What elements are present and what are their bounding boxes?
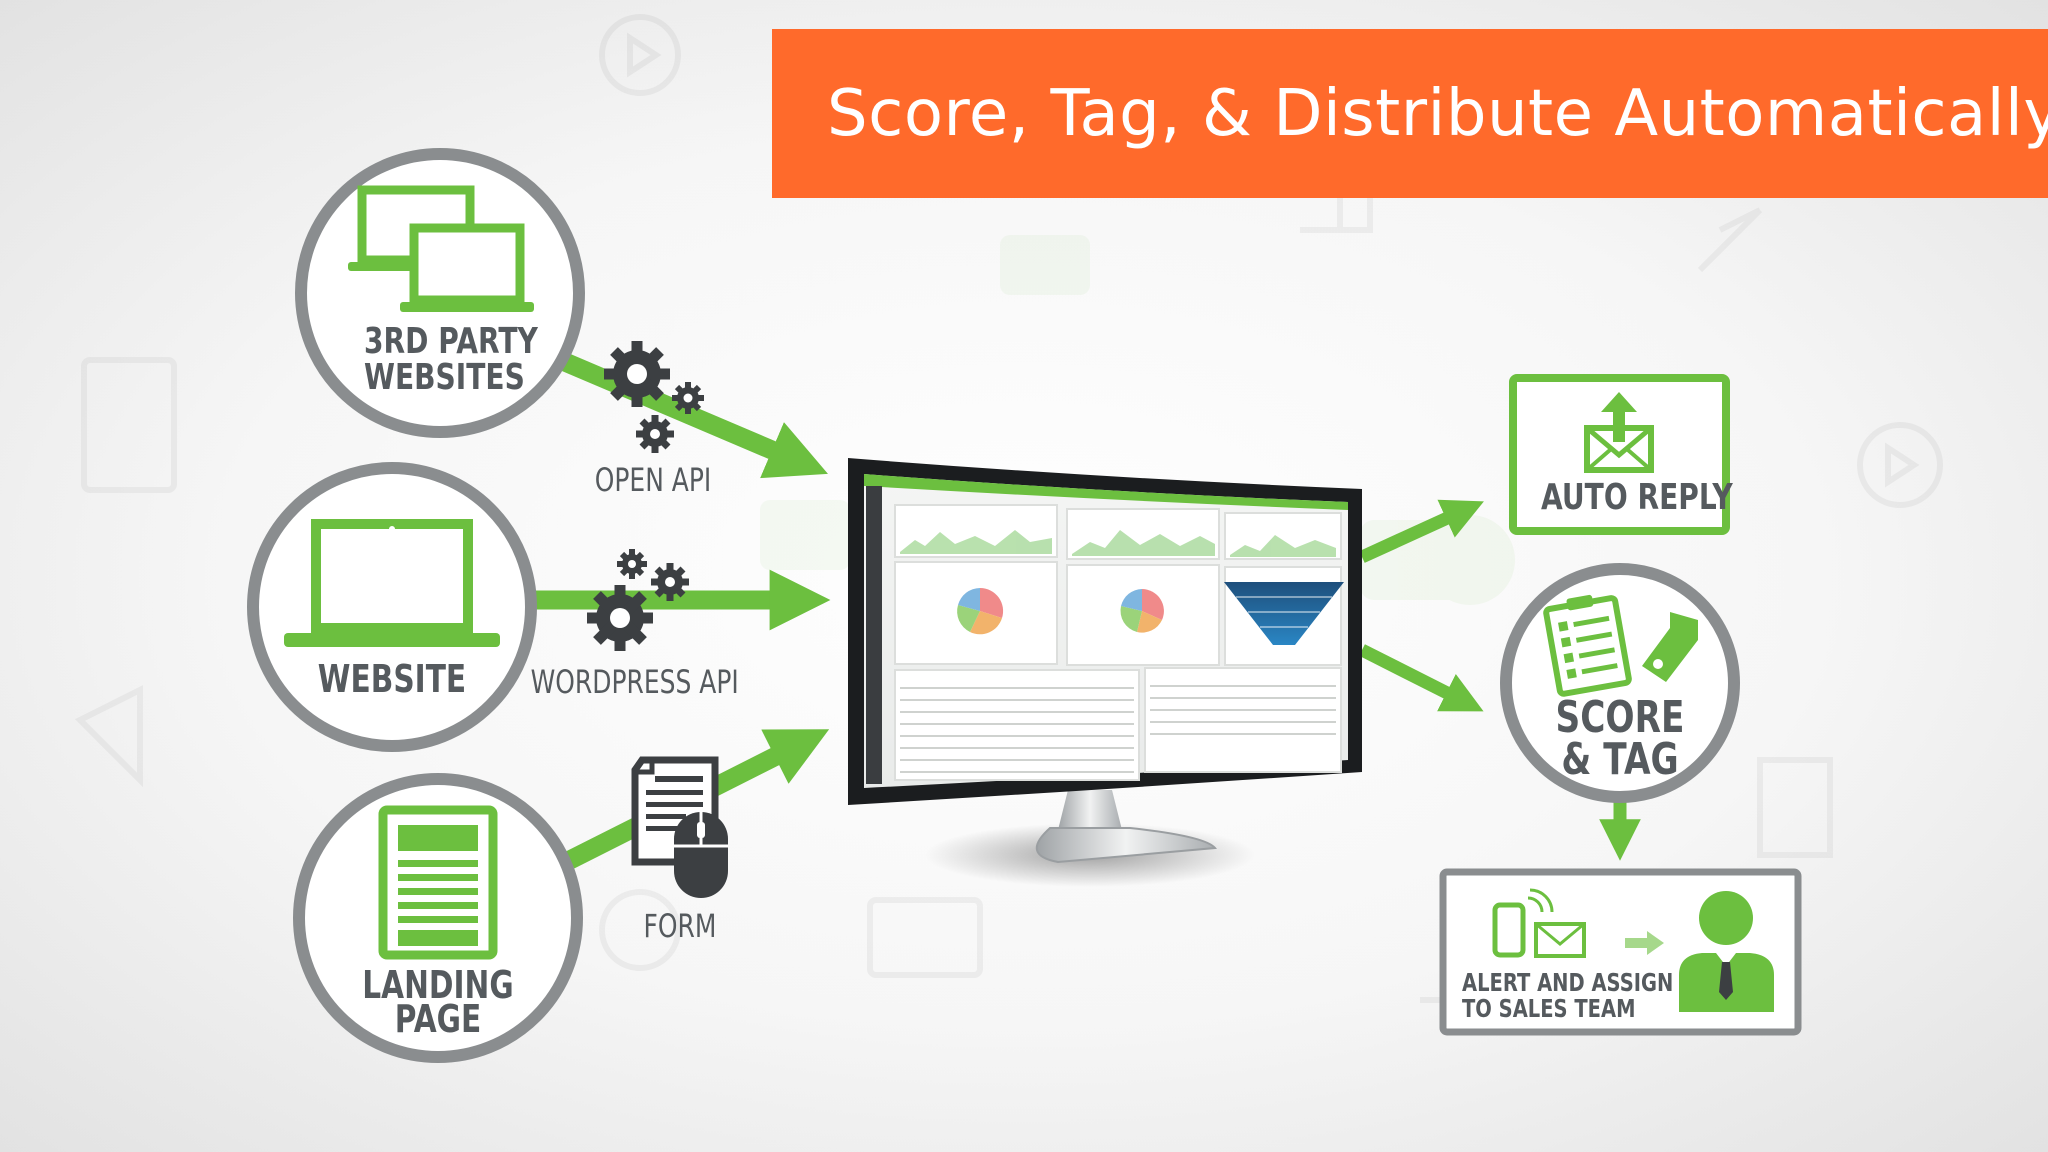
score-tag-circle: [1500, 563, 1740, 803]
label-page: PAGE: [394, 997, 482, 1041]
label-alert-line2: TO SALES TEAM: [1462, 994, 1636, 1023]
label-open-api: OPEN API: [594, 461, 712, 499]
monitor-dashboard-icon: [848, 458, 1362, 887]
envelope-icon: [1534, 922, 1586, 958]
output-arrows: [1359, 499, 1641, 861]
banner-title: Score, Tag, & Distribute Automatically: [827, 76, 2048, 151]
arrow-third-party: [561, 353, 828, 479]
tag-icon: [1642, 612, 1698, 682]
envelope-upload-icon: [1584, 392, 1654, 473]
label-third-party: 3RD PARTY: [364, 321, 538, 362]
label-form: FORM: [643, 907, 717, 945]
label-landing: LANDING: [362, 963, 514, 1007]
alert-assign-box: [1439, 868, 1802, 1036]
dashboard-pie: [957, 587, 1004, 635]
label-websites: WEBSITES: [364, 357, 525, 398]
laptop-icon: [284, 519, 500, 647]
arrow-score-tag: [1359, 644, 1484, 712]
landing-page-icon: [378, 805, 498, 960]
label-alert-line1: ALERT AND ASSIGN: [1462, 968, 1674, 997]
title-banner: Score, Tag, & Distribute Automatically: [772, 29, 2048, 198]
circle-website: [247, 462, 537, 752]
circle-third-party: [295, 148, 585, 438]
arrow-auto-reply: [1359, 499, 1484, 563]
label-and-tag: & TAG: [1561, 734, 1679, 785]
auto-reply-box: [1509, 374, 1730, 535]
label-wordpress-api: WORDPRESS API: [530, 663, 739, 701]
phone-icon: [1492, 888, 1554, 958]
gears-icon: [604, 341, 704, 453]
label-auto-reply: AUTO REPLY: [1541, 477, 1733, 518]
label-website: WEBSITE: [317, 657, 467, 701]
arrow-icon: [1625, 931, 1664, 955]
mouse-icon: [674, 812, 728, 898]
dashboard-pie: [1120, 589, 1164, 633]
circle-landing-page: [293, 773, 583, 1063]
person-icon: [1679, 891, 1774, 1012]
label-score: SCORE: [1555, 692, 1685, 743]
gears-icon: [587, 549, 689, 651]
clipboard-checklist-icon: [1543, 594, 1632, 697]
laptops-icon: [348, 185, 534, 312]
